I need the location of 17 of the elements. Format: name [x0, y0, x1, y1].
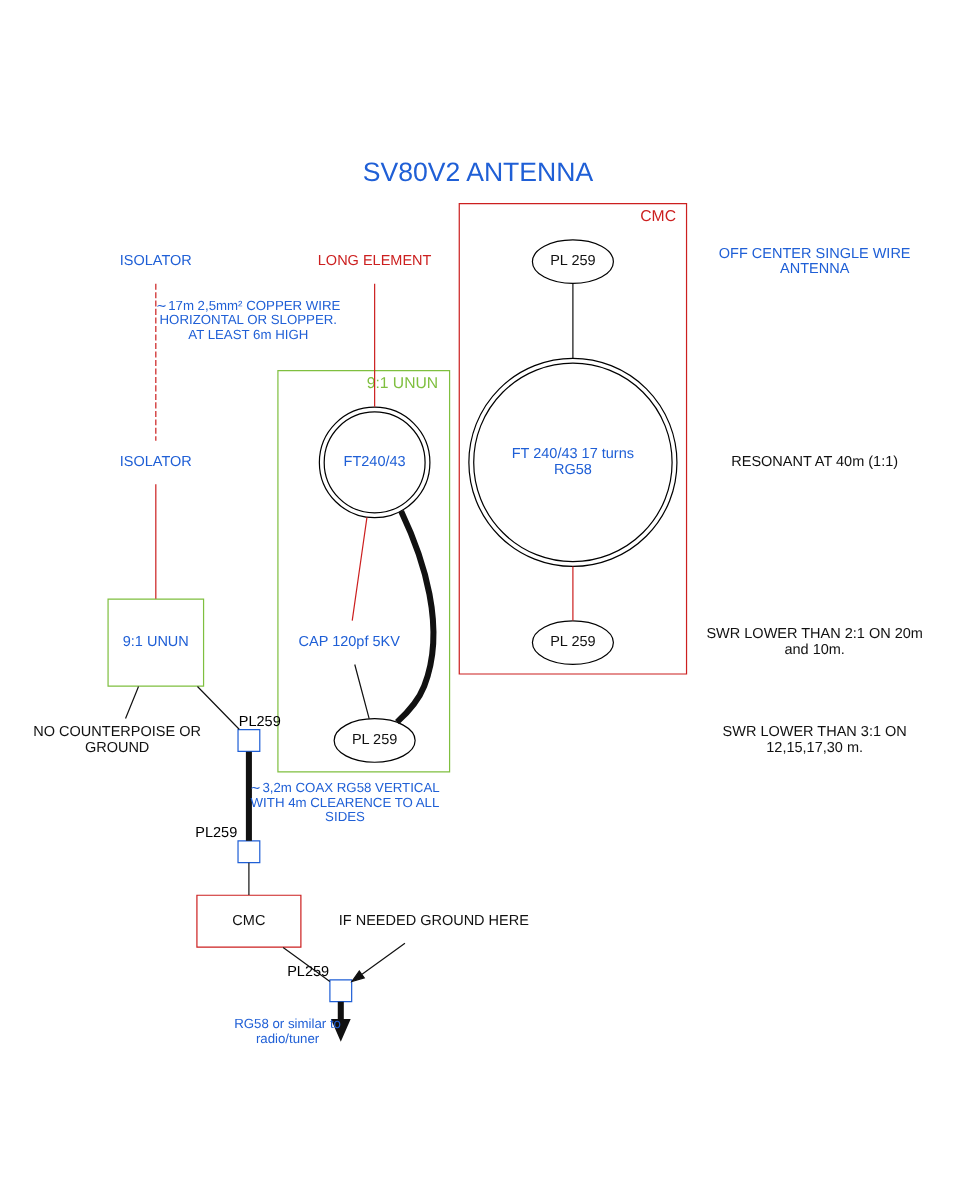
connector — [394, 509, 436, 724]
connector — [154, 482, 156, 599]
connector — [195, 684, 239, 729]
connector — [350, 515, 367, 621]
node-box — [236, 728, 260, 751]
node-box — [236, 839, 260, 863]
diagram-title: SV80V2 ANTENNA — [361, 156, 593, 187]
connector — [353, 662, 369, 719]
connector — [244, 750, 251, 840]
connector — [154, 282, 156, 441]
connector — [373, 282, 375, 407]
node-box — [328, 978, 352, 1002]
connector — [571, 282, 573, 358]
connector — [123, 684, 139, 719]
arrow — [349, 941, 405, 982]
connector — [571, 564, 573, 621]
connector — [247, 861, 249, 895]
